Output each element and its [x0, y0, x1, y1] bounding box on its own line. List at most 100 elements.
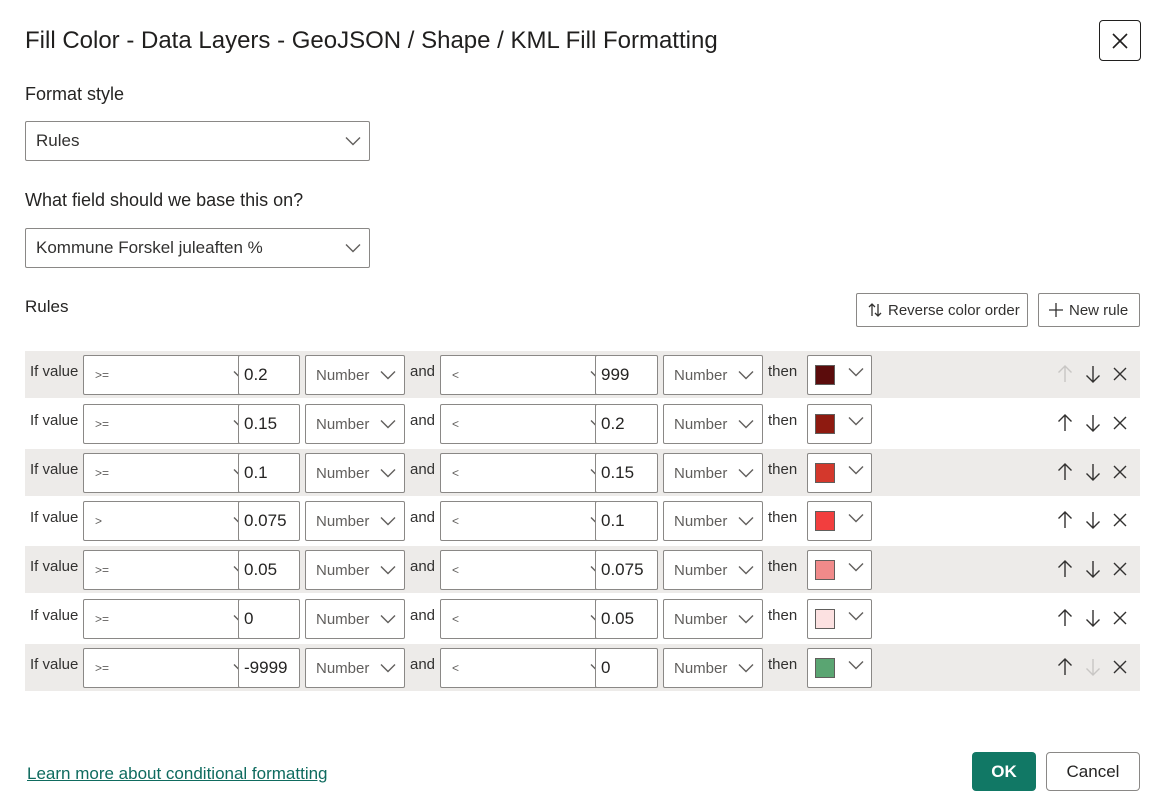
value-1-input[interactable]: 0.2 [238, 355, 300, 395]
learn-more-link[interactable]: Learn more about conditional formatting [27, 764, 328, 783]
delete-rule-icon[interactable] [1113, 367, 1127, 381]
operator-2-dropdown[interactable]: < [440, 453, 615, 493]
swap-vertical-icon [867, 302, 883, 318]
value-1-input[interactable]: 0 [238, 599, 300, 639]
value-1-type-dropdown[interactable]: Number [305, 599, 405, 639]
value-2-input[interactable]: 0.15 [595, 453, 658, 493]
field-label: What field should we base this on? [25, 190, 304, 210]
value-1-type-dropdown[interactable]: Number [305, 404, 405, 444]
operator-1-dropdown[interactable]: >= [83, 599, 258, 639]
value-1-input[interactable]: 0.05 [238, 550, 300, 590]
color-picker[interactable] [807, 599, 872, 639]
operator-1-dropdown[interactable]: > [83, 501, 258, 541]
field-dropdown[interactable]: Kommune Forskel juleaften % [25, 228, 370, 268]
operator-2-value: < [452, 368, 460, 382]
arrow-down-icon[interactable] [1085, 560, 1101, 578]
value-1-type-dropdown[interactable]: Number [305, 648, 405, 688]
value-1-text: 0.05 [244, 560, 278, 579]
color-picker[interactable] [807, 648, 872, 688]
if-value-label: If value [30, 558, 79, 575]
ok-button[interactable]: OK [972, 752, 1036, 791]
color-picker[interactable] [807, 404, 872, 444]
arrow-up-icon[interactable] [1057, 658, 1073, 676]
chevron-down-icon [848, 513, 864, 523]
value-2-input[interactable]: 999 [595, 355, 658, 395]
value-1-input[interactable]: 0.1 [238, 453, 300, 493]
value-1-type-dropdown[interactable]: Number [305, 355, 405, 395]
value-1-type-dropdown[interactable]: Number [305, 453, 405, 493]
operator-1-value: >= [95, 661, 110, 675]
then-label: then [768, 509, 798, 526]
color-swatch [815, 658, 835, 678]
operator-1-dropdown[interactable]: >= [83, 404, 258, 444]
operator-2-dropdown[interactable]: < [440, 355, 615, 395]
value-1-type-dropdown[interactable]: Number [305, 501, 405, 541]
delete-rule-icon[interactable] [1113, 562, 1127, 576]
operator-2-dropdown[interactable]: < [440, 599, 615, 639]
arrow-up-icon[interactable] [1057, 463, 1073, 481]
operator-2-dropdown[interactable]: < [440, 404, 615, 444]
delete-rule-icon[interactable] [1113, 465, 1127, 479]
arrow-down-icon[interactable] [1085, 609, 1101, 627]
value-2-input[interactable]: 0.1 [595, 501, 658, 541]
value-2-text: 999 [601, 365, 630, 384]
arrow-down-icon[interactable] [1085, 365, 1101, 383]
chevron-down-icon [738, 468, 754, 478]
value-2-input[interactable]: 0.05 [595, 599, 658, 639]
operator-1-dropdown[interactable]: >= [83, 648, 258, 688]
then-label: then [768, 363, 798, 380]
value-2-input[interactable]: 0.2 [595, 404, 658, 444]
format-style-dropdown[interactable]: Rules [25, 121, 370, 161]
operator-1-value: >= [95, 368, 110, 382]
operator-1-dropdown[interactable]: >= [83, 550, 258, 590]
new-rule-label: New rule [1069, 301, 1129, 319]
delete-rule-icon[interactable] [1113, 611, 1127, 625]
value-2-text: 0.1 [601, 511, 625, 530]
operator-2-dropdown[interactable]: < [440, 550, 615, 590]
delete-rule-icon[interactable] [1113, 416, 1127, 430]
value-2-type-dropdown[interactable]: Number [663, 355, 763, 395]
value-2-type-dropdown[interactable]: Number [663, 404, 763, 444]
value-2-type-dropdown[interactable]: Number [663, 501, 763, 541]
color-picker[interactable] [807, 501, 872, 541]
arrow-up-icon[interactable] [1057, 414, 1073, 432]
value-1-input[interactable]: 0.15 [238, 404, 300, 444]
plus-icon [1048, 302, 1064, 318]
color-swatch [815, 560, 835, 580]
operator-2-dropdown[interactable]: < [440, 501, 615, 541]
if-value-label: If value [30, 461, 79, 478]
cancel-button[interactable]: Cancel [1046, 752, 1140, 791]
arrow-up-icon[interactable] [1057, 511, 1073, 529]
delete-rule-icon[interactable] [1113, 660, 1127, 674]
value-2-text: 0.2 [601, 414, 625, 433]
arrow-up-icon[interactable] [1057, 560, 1073, 578]
color-picker[interactable] [807, 453, 872, 493]
arrow-down-icon[interactable] [1085, 463, 1101, 481]
value-1-type: Number [316, 610, 370, 628]
delete-rule-icon[interactable] [1113, 513, 1127, 527]
if-value-label: If value [30, 607, 79, 624]
arrow-down-icon[interactable] [1085, 511, 1101, 529]
operator-1-dropdown[interactable]: >= [83, 453, 258, 493]
close-dialog-button[interactable] [1099, 20, 1141, 61]
arrow-down-icon[interactable] [1085, 414, 1101, 432]
value-1-type-dropdown[interactable]: Number [305, 550, 405, 590]
color-picker[interactable] [807, 550, 872, 590]
operator-2-value: < [452, 466, 460, 480]
value-2-type-dropdown[interactable]: Number [663, 453, 763, 493]
new-rule-button[interactable]: New rule [1038, 293, 1140, 327]
value-1-type: Number [316, 561, 370, 579]
value-2-type-dropdown[interactable]: Number [663, 550, 763, 590]
operator-1-dropdown[interactable]: >= [83, 355, 258, 395]
value-2-type-dropdown[interactable]: Number [663, 599, 763, 639]
value-2-type-dropdown[interactable]: Number [663, 648, 763, 688]
color-picker[interactable] [807, 355, 872, 395]
arrow-up-icon[interactable] [1057, 609, 1073, 627]
value-1-input[interactable]: 0.075 [238, 501, 300, 541]
value-1-input[interactable]: -9999 [238, 648, 300, 688]
operator-2-dropdown[interactable]: < [440, 648, 615, 688]
value-2-input[interactable]: 0.075 [595, 550, 658, 590]
value-2-input[interactable]: 0 [595, 648, 658, 688]
reverse-color-order-button[interactable]: Reverse color order [856, 293, 1028, 327]
